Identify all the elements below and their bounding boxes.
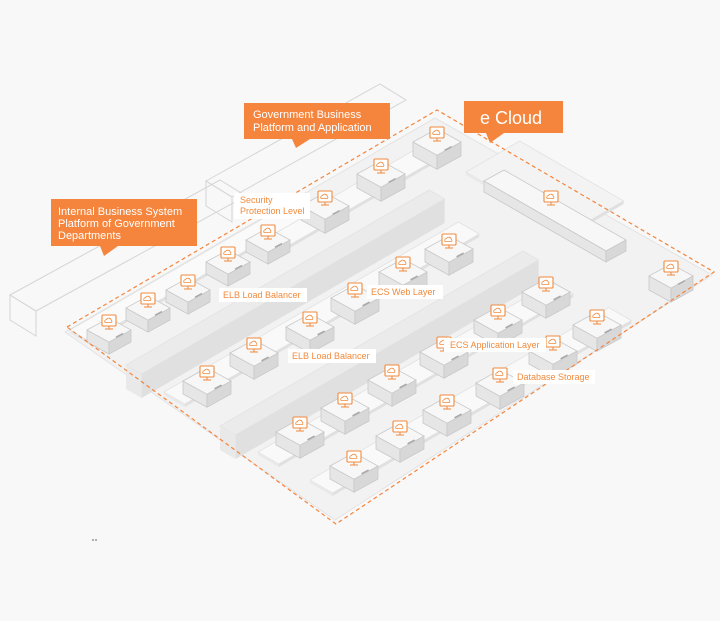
node-caption-mark [553,295,561,301]
slab-side [220,426,236,459]
server-node [229,337,279,380]
node-caption-mark [451,355,459,361]
server-node [475,367,525,410]
node-top [329,452,379,480]
node-caption-mark [234,264,243,270]
tier-slab [219,250,540,459]
node-top [473,306,523,334]
node-caption-mark [604,328,612,334]
node-caption-mark [677,279,686,286]
node-caption-mark [388,177,396,184]
ecloud-boundary [65,109,716,525]
slab-side [258,452,279,467]
node-caption-mark [307,435,315,441]
node-caption-mark [361,469,369,475]
slab-side [164,392,185,407]
node-top [367,366,417,394]
label-db-storage: Database Storage [517,372,590,382]
callout-ecloud: e Cloud [464,101,563,143]
storage-rack [483,169,627,263]
server-node [275,416,325,459]
node-caption-mark [456,252,464,258]
server-node [648,260,694,303]
node-top [375,422,425,450]
label-ecs-app: ECS Application Layer [450,340,540,350]
callout-internal-line-1: Internal Business System [58,206,182,218]
grip-mark-icon [92,539,97,541]
node-top [572,311,622,339]
node-caption-mark [407,439,415,445]
node-caption-mark [332,209,340,216]
rack-side [605,239,627,263]
slab-side [70,330,90,344]
label-elb-1: ELB Load Balancer [223,290,301,300]
node-caption-mark [507,386,515,392]
node-caption-mark [317,330,325,336]
labels: Security Protection Level ELB Load Balan… [219,193,595,384]
node-top [229,339,279,367]
callout-internal: Internal Business System Platform of Gov… [51,199,197,256]
server-nodes [86,126,694,493]
label-security-2: Protection Level [240,206,305,216]
callout-gov-line-2: Platform and Application [253,122,372,134]
node-caption-mark [454,413,462,419]
label-security-1: Security [240,195,273,205]
server-node [165,274,211,315]
server-node [329,450,379,493]
node-caption-mark [410,275,418,281]
node-caption-mark [154,310,163,316]
label-ecs-web: ECS Web Layer [371,287,435,297]
callout-internal-line-3: Departments [58,230,121,242]
server-node [367,364,417,407]
node-top [412,128,462,156]
callout-ecloud-title: e Cloud [480,108,542,128]
node-top [300,192,350,220]
node-top [285,313,335,341]
slab-side [310,480,333,496]
server-node [375,420,425,463]
label-elb-2: ELB Load Balancer [292,351,370,361]
server-node [424,233,474,276]
node-caption-mark [444,145,452,152]
callout-internal-line-2: Platform of Government [58,218,175,230]
server-node [412,126,462,170]
node-caption-mark [560,354,568,360]
server-node [320,392,370,435]
server-node [285,311,335,354]
server-node [182,365,232,408]
node-top [378,258,428,286]
callout-gov-platform: Government Business Platform and Applica… [244,103,390,148]
slab-front [235,260,539,459]
server-node [245,224,291,265]
node-caption-mark [261,356,269,362]
node-top [422,396,472,424]
server-node [422,394,472,437]
node-top [320,394,370,422]
node-caption-mark [352,411,360,417]
node-top [275,418,325,446]
server-node [125,292,171,333]
node-caption-mark [274,242,283,248]
node-top [356,160,406,188]
server-node [572,309,622,352]
server-node [205,246,251,287]
node-caption-mark [214,384,222,390]
node-caption-mark [194,292,203,298]
server-node [356,158,406,202]
node-caption-mark [505,323,513,329]
node-caption-mark [362,301,370,307]
node-caption-mark [399,383,407,389]
node-top [521,278,571,306]
node-caption-mark [115,332,124,338]
node-top [424,235,474,263]
callout-gov-line-1: Government Business [253,109,362,121]
server-node [86,314,132,355]
server-node [521,276,571,319]
node-top [182,367,232,395]
